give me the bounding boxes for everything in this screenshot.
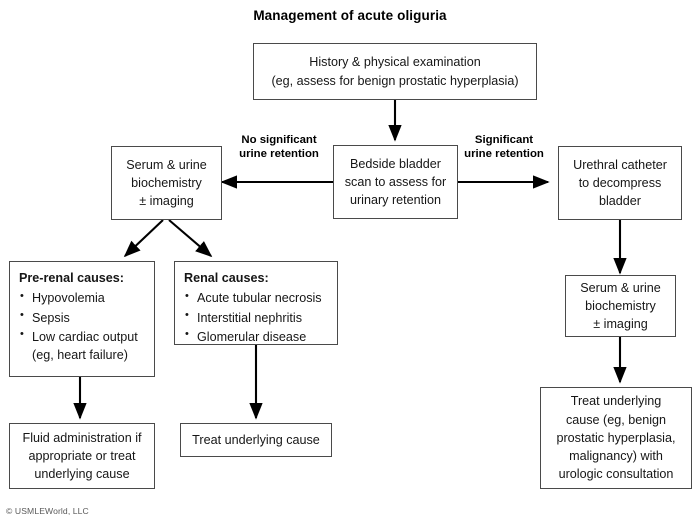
renal-list: Acute tubular necrosis Interstitial neph… <box>184 288 322 346</box>
node-renal-causes: Renal causes: Acute tubular necrosis Int… <box>174 261 338 345</box>
node-urethral-catheter-line-2: to decompress <box>578 175 662 190</box>
edge-label-significant-urine-retention: Significant urine retention <box>461 134 547 162</box>
list-item: Low cardiac output <box>19 327 138 346</box>
list-item: Interstitial nephritis <box>184 308 322 327</box>
node-history-line-1: History & physical examination <box>309 55 481 70</box>
node-bladder-scan-line-3: urinary retention <box>349 193 441 208</box>
node-treat-urologic-line-3: prostatic hyperplasia, <box>556 430 676 445</box>
edge-label-retention-line-1: Significant <box>474 134 534 146</box>
node-fluid-administration: Fluid administration if appropriate or t… <box>9 423 155 489</box>
edge-label-no-retention-line-3: retention <box>270 147 319 160</box>
node-right-biochem-line-1: Serum & urine <box>580 280 661 295</box>
node-bladder-scan-line-2: scan to assess for <box>344 174 447 189</box>
node-left-biochem-line-2: biochemistry <box>131 175 202 190</box>
node-left-biochem-line-3: ± imaging <box>139 194 194 209</box>
node-treat-underlying-cause: Treat underlying cause <box>180 423 332 457</box>
pre-renal-heading: Pre-renal causes: <box>19 271 125 285</box>
list-item: Glomerular disease <box>184 327 322 346</box>
edge-label-no-retention-line-2: urine <box>239 147 267 160</box>
node-bladder-scan-line-1: Bedside bladder <box>349 156 442 171</box>
list-item: Hypovolemia <box>19 289 138 307</box>
node-fluid-admin-line-3: underlying cause <box>34 467 130 482</box>
node-pre-renal-causes: Pre-renal causes: Hypovolemia Sepsis Low… <box>9 261 155 377</box>
node-urethral-catheter-line-1: Urethral catheter <box>573 157 667 172</box>
edge-label-retention-line-3: retention <box>495 147 544 160</box>
node-treat-urologic-line-4: malignancy) with <box>569 449 663 464</box>
list-item: Sepsis <box>19 308 138 327</box>
edge-label-no-significant-urine-retention: No significant urine retention <box>227 134 331 162</box>
node-bedside-bladder-scan: Bedside bladder scan to assess for urina… <box>333 145 458 219</box>
node-right-biochem-line-3: ± imaging <box>593 317 648 332</box>
page-title: Management of acute oliguria <box>253 8 447 23</box>
node-fluid-admin-line-2: appropriate or treat <box>28 448 136 463</box>
node-left-serum-urine-biochemistry: Serum & urine biochemistry ± imaging <box>111 146 222 220</box>
node-treat-underlying-cause-urologic: Treat underlying cause (eg, benign prost… <box>540 387 692 489</box>
node-urethral-catheter-line-3: bladder <box>598 194 641 209</box>
node-treat-urologic-line-2: cause (eg, benign <box>565 412 667 427</box>
edge-label-retention-line-2: urine <box>464 147 492 160</box>
pre-renal-subnote: (eg, heart failure) <box>32 348 128 362</box>
renal-heading: Renal causes: <box>184 271 269 285</box>
node-right-biochem-line-2: biochemistry <box>585 298 656 313</box>
list-item: Acute tubular necrosis <box>184 289 322 307</box>
copyright-notice: © USMLEWorld, LLC <box>6 506 89 516</box>
node-urethral-catheter: Urethral catheter to decompress bladder <box>558 146 682 220</box>
node-treat-urologic-line-1: Treat underlying <box>570 394 662 409</box>
node-right-serum-urine-biochemistry: Serum & urine biochemistry ± imaging <box>565 275 676 337</box>
node-left-biochem-line-1: Serum & urine <box>126 157 207 172</box>
node-history-physical-examination: History & physical examination (eg, asse… <box>253 43 537 100</box>
edge-label-no-retention-line-1: No significant <box>241 134 317 146</box>
node-treat-cause-line-1: Treat underlying cause <box>192 432 320 447</box>
node-treat-urologic-line-5: urologic consultation <box>558 467 674 482</box>
node-history-line-2: (eg, assess for benign prostatic hyperpl… <box>271 73 519 88</box>
pre-renal-list: Hypovolemia Sepsis Low cardiac output <box>19 288 138 346</box>
node-fluid-admin-line-1: Fluid administration if <box>22 430 142 445</box>
